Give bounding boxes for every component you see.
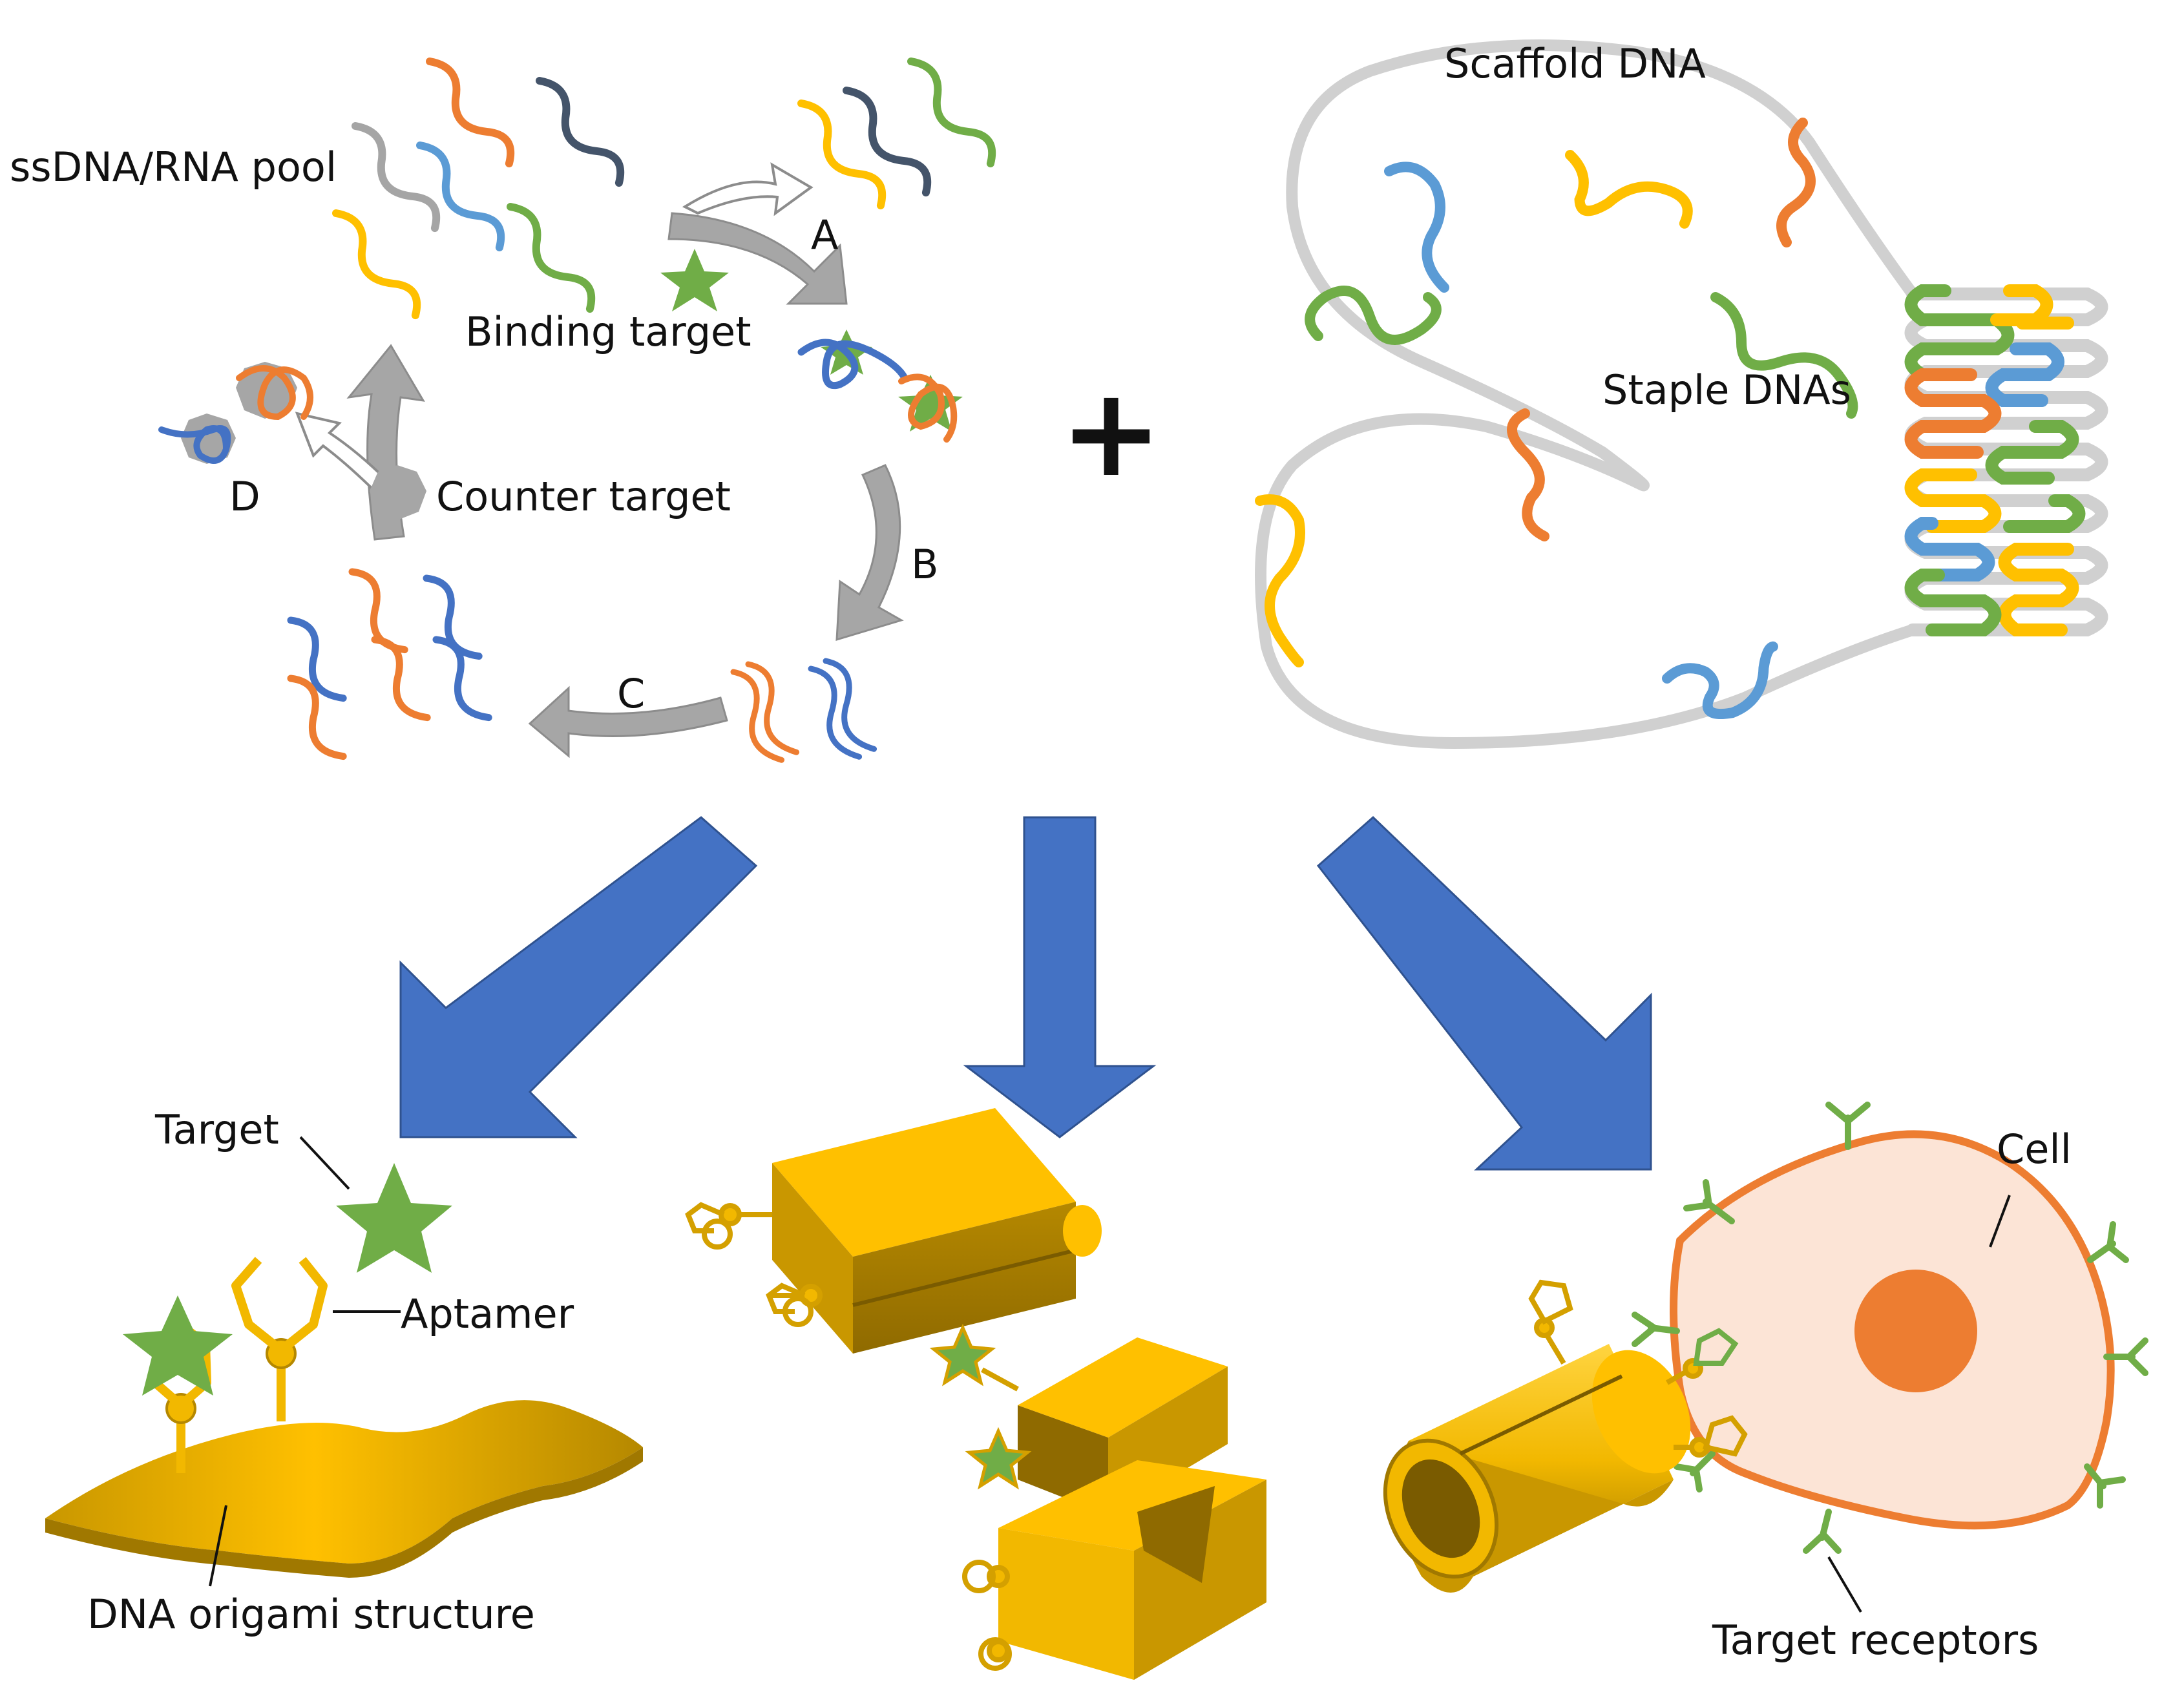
scaffold-dna-loop [1255,39,1918,749]
dna-origami-tube [1383,1344,1691,1593]
arrow-a [667,212,848,305]
counter-target-icon [370,465,426,520]
selex-panel: A Binding target B C [10,58,996,763]
amplified-pool [287,568,492,760]
big-arrows [399,815,1652,1171]
counter-target-label: Counter target [436,473,731,520]
cell-leader-line [1989,1195,2011,1248]
payload-star-top-icon [929,1323,996,1387]
step-b-label: B [911,541,939,588]
aptamer-icon [231,1257,328,1421]
aptamer-sheet-panel: Target Aptamer DNA origami structure [45,1106,643,1638]
origami-panel: Scaffold DNA Staple DNAs [1255,39,2108,749]
counter-complex-blue [158,414,236,464]
arrow-b [835,464,904,642]
binding-target-label: Binding target [465,308,751,355]
big-arrow-right [1316,815,1652,1171]
scaffold-dna-label: Scaffold DNA [1444,40,1706,87]
big-arrow-left [399,816,758,1138]
staple-dnas-label: Staple DNAs [1602,366,1851,414]
counter-complex-orange [236,362,313,421]
cell-label: Cell [1997,1125,2072,1173]
binding-target-star-icon [660,249,729,311]
dna-box-panel [685,1108,1266,1680]
payload-star-bottom-icon [965,1427,1032,1490]
bound-complex-blue [797,330,908,389]
arrow-a-reject [682,162,814,216]
step-c-label: C [617,670,645,717]
target-star-icon [336,1163,452,1273]
aptamer-handles-top [685,1202,823,1327]
target-label: Target [154,1106,279,1153]
big-arrow-center [963,816,1157,1138]
unbound-strands [797,58,996,210]
nucleus [1854,1270,1977,1392]
origami-sheet [45,1400,643,1564]
aptamer-label: Aptamer [401,1290,574,1337]
dna-origami-structure-label: DNA origami structure [87,1591,535,1638]
target-leader-line [299,1136,350,1190]
cell-panel: Cell Target receptors [1383,1102,2148,1664]
bound-target-star-icon [123,1295,233,1396]
receptors-leader-line [1827,1556,1862,1613]
ssdna-pool-strands [332,58,625,320]
structure-leader-line [209,1505,227,1587]
double-strands [730,658,877,763]
arrow-d-reject [295,412,390,500]
ssdna-pool-label: ssDNA/RNA pool [10,143,337,191]
step-a-label: A [811,211,838,258]
aptamer-handles-bottom [962,1560,1012,1671]
aptamer-bound [123,1295,233,1473]
origami-bundle [1904,284,2108,636]
free-staple-strands [1255,118,1858,720]
arrow-c [528,686,728,759]
tube-aptamers [1528,1279,1748,1458]
bound-complex-orange [898,373,963,443]
step-d-label: D [229,473,260,520]
plus-sign: + [1060,361,1162,504]
target-receptors-label: Target receptors [1712,1617,2039,1664]
